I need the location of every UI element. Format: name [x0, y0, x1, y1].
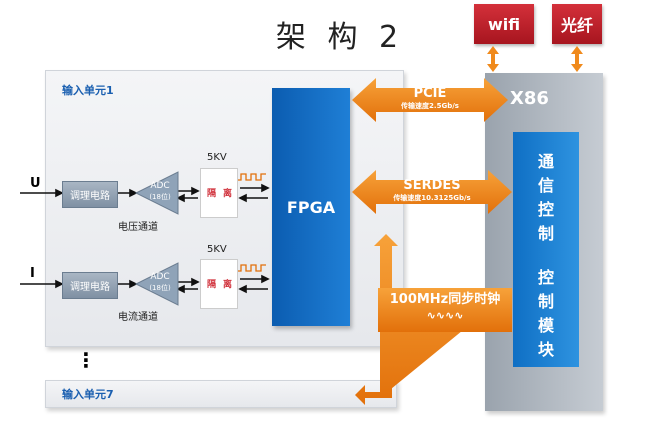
isolation-block: 隔 离	[200, 259, 238, 309]
x86-label: X86	[510, 88, 549, 109]
signal-label-u: U	[30, 176, 41, 191]
ctrl-char: 制	[537, 292, 554, 311]
serdes-rate: 传输速度10.3125Gb/s	[393, 194, 471, 202]
pcie-rate: 传输速度2.5Gb/s	[401, 102, 459, 110]
kv-label: 5KV	[207, 244, 227, 255]
pcie-arrow	[352, 78, 508, 122]
channel-name: 电压通道	[118, 222, 158, 233]
adc-text: ADC	[150, 272, 170, 282]
fiber-link-arrow	[571, 46, 583, 72]
ctrl-char: 模	[537, 316, 554, 335]
clock-label-group: 100MHz同步时钟 ∿∿∿∿	[378, 292, 512, 324]
fpga-block: FPGA	[272, 88, 350, 326]
adc-text: ADC	[150, 181, 170, 191]
serdes-label-group: SERDES 传输速度10.3125Gb/s	[376, 178, 488, 204]
wifi-box: wifi	[474, 4, 534, 44]
ctrl-char: 控	[537, 200, 554, 219]
pcie-label-group: PCIE 传输速度2.5Gb/s	[376, 86, 484, 112]
adc-triangle	[134, 262, 179, 306]
ctrl-char: 通	[537, 152, 554, 171]
kv-label: 5KV	[207, 152, 227, 163]
channel-name: 电流通道	[118, 312, 158, 323]
pulse-icon	[238, 173, 266, 272]
serdes-arrow	[352, 170, 512, 214]
input-unit-7-label: 输入单元7	[62, 388, 114, 401]
adc-triangle	[134, 171, 179, 215]
adc-bits: (18位)	[149, 193, 171, 201]
iso-char: 隔	[207, 189, 217, 199]
iso-char: 离	[223, 189, 233, 199]
adc-label: ADC (18位)	[146, 181, 174, 203]
input-unit-7-panel	[45, 380, 397, 408]
clock-path	[355, 234, 512, 405]
isolation-block: 隔 离	[200, 168, 238, 218]
adc-label: ADC (18位)	[146, 272, 174, 294]
wifi-link-arrow	[487, 46, 499, 72]
clock-label: 100MHz同步时钟	[389, 292, 501, 307]
ctrl-char: 制	[537, 224, 554, 243]
iso-char: 隔	[207, 280, 217, 290]
signal-label-i: I	[30, 266, 35, 281]
serdes-label: SERDES	[403, 178, 461, 193]
ctrl-char: 控	[537, 268, 554, 287]
more-units-ellipsis: ⋮	[76, 348, 96, 372]
iso-char: 离	[223, 280, 233, 290]
adc-bits: (18位)	[149, 284, 171, 292]
ctrl-char: 信	[537, 176, 554, 195]
input-unit-1-label: 输入单元1	[62, 84, 114, 97]
control-module: 通 信 控 制 控 制 模 块	[513, 132, 579, 367]
ctrl-char: 块	[537, 340, 554, 359]
page-title: 架 构 2	[275, 20, 405, 55]
pcie-label: PCIE	[413, 86, 447, 101]
fiber-box: 光纤	[552, 4, 602, 44]
conditioner-box: 调理电路	[62, 272, 118, 299]
conditioner-box: 调理电路	[62, 181, 118, 208]
clock-wave: ∿∿∿∿	[426, 309, 464, 322]
